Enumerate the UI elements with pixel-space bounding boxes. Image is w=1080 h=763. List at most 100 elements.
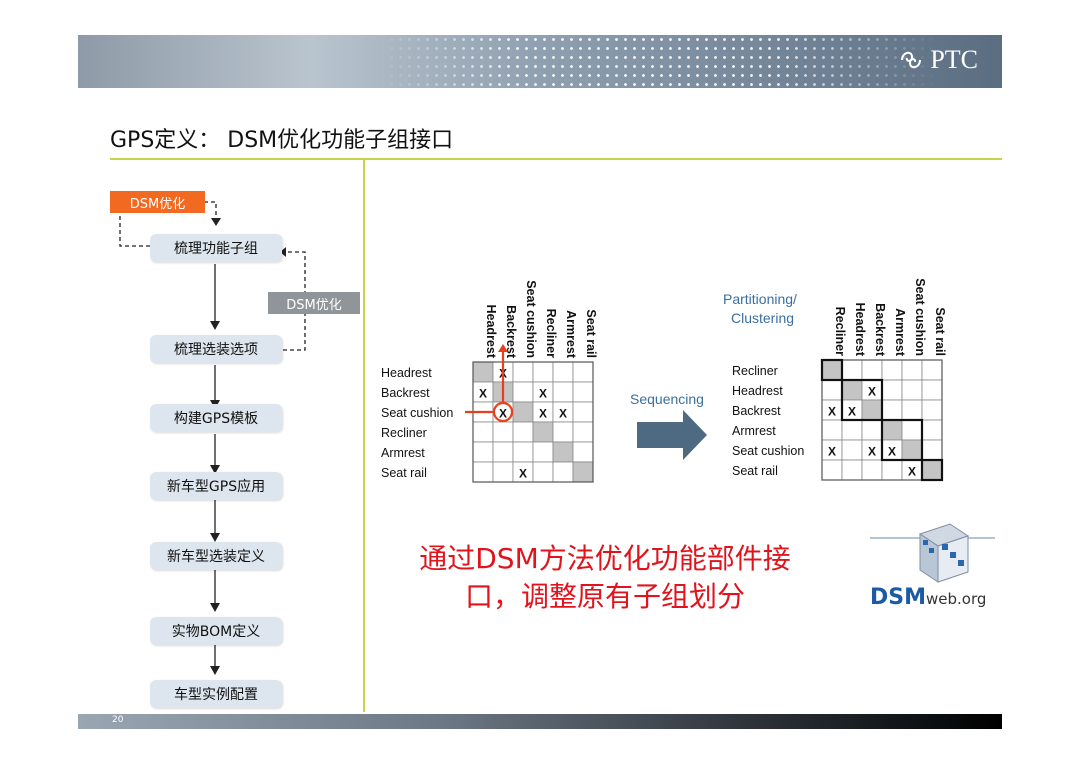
flow-step-3: 构建GPS模板	[150, 404, 282, 432]
right-matrix-cell	[901, 419, 923, 441]
right-matrix-cell	[901, 439, 923, 461]
left-matrix-row-label: Seat cushion	[381, 406, 453, 420]
right-matrix-cell	[861, 419, 883, 441]
flow-step-6: 实物BOM定义	[150, 617, 282, 645]
left-matrix-cell	[572, 401, 594, 423]
right-matrix-row-label: Backrest	[732, 404, 781, 418]
left-matrix-mark: X	[559, 407, 567, 421]
left-matrix-cell	[532, 421, 554, 443]
logo-text: PTC	[930, 45, 978, 74]
dsm-brand-suffix: web.org	[926, 590, 987, 608]
right-matrix-cell	[841, 379, 863, 401]
left-matrix-mark: X	[499, 407, 507, 421]
callout-line-1: 通过DSM方法优化功能部件接	[419, 542, 791, 575]
right-matrix-cell	[841, 439, 863, 461]
right-matrix-cell	[821, 379, 843, 401]
right-matrix-mark: X	[828, 405, 836, 419]
left-matrix-row-label: Backrest	[381, 386, 430, 400]
right-matrix-cluster	[820, 358, 844, 382]
flow-step-5: 新车型选装定义	[150, 542, 282, 570]
right-matrix-col-label: Seat rail	[933, 307, 947, 356]
left-matrix-cell	[512, 421, 534, 443]
left-matrix-cell	[492, 421, 514, 443]
left-matrix-col-label: Headrest	[484, 305, 498, 359]
title-divider	[110, 158, 1002, 160]
sequencing-arrow-icon	[637, 410, 707, 460]
flow-step-4: 新车型GPS应用	[150, 472, 282, 500]
highlight-arrow-up-head	[498, 344, 508, 352]
right-matrix-cell	[901, 359, 923, 381]
slide-title: GPS定义： DSM优化功能子组接口	[110, 128, 454, 153]
dsmweb-logo: DSMweb.org	[870, 585, 986, 610]
header-banner: PTC	[78, 35, 1002, 88]
left-matrix-cell	[532, 361, 554, 383]
dsm-brand-main: DSM	[870, 585, 926, 610]
left-matrix-cell	[472, 361, 494, 383]
left-matrix-col-label: Backrest	[504, 305, 518, 359]
right-matrix-cell	[861, 359, 883, 381]
ptc-logo: PTC	[898, 45, 978, 75]
left-matrix-cell	[532, 441, 554, 463]
right-matrix-col-label: Seat cushion	[913, 278, 927, 356]
right-matrix-cell	[881, 379, 903, 401]
right-matrix-row-label: Seat cushion	[732, 444, 804, 458]
left-matrix-cell	[552, 381, 574, 403]
left-matrix-col-label: Armrest	[564, 310, 578, 359]
right-matrix-cell	[921, 459, 943, 481]
right-matrix-cell	[921, 419, 943, 441]
left-matrix-cell	[472, 461, 494, 483]
right-matrix-cell	[881, 399, 903, 421]
right-matrix-cell	[821, 459, 843, 481]
flow-step-7: 车型实例配置	[150, 680, 282, 708]
dsm-optimize-tag-top: DSM优化	[110, 191, 205, 213]
left-matrix-cell	[472, 441, 494, 463]
right-matrix-cell	[841, 419, 863, 441]
left-matrix-cell	[572, 441, 594, 463]
right-matrix-cell	[841, 459, 863, 481]
callout-line-2: 口，调整原有子组划分	[464, 580, 745, 613]
left-matrix-cell	[572, 381, 594, 403]
sequencing-label: Sequencing	[630, 391, 704, 407]
clustering-label: Clustering	[731, 310, 794, 326]
right-matrix-cell	[921, 379, 943, 401]
left-matrix-mark: X	[539, 387, 547, 401]
right-matrix-row-label: Recliner	[732, 364, 778, 378]
dsm-optimize-tag-side: DSM优化	[268, 292, 360, 314]
dsmweb-cube-icon	[870, 523, 995, 583]
flow-step-1: 梳理功能子组	[150, 234, 282, 262]
left-matrix-cell	[552, 461, 574, 483]
left-matrix-cell	[492, 461, 514, 483]
right-matrix-row-label: Armrest	[732, 424, 776, 438]
right-matrix-mark: X	[888, 445, 896, 459]
right-matrix-cell	[861, 459, 883, 481]
left-matrix-cell	[512, 441, 534, 463]
left-matrix-row-label: Headrest	[381, 366, 432, 380]
left-matrix-cell	[512, 401, 534, 423]
callout-text: 通过DSM方法优化功能部件接 口，调整原有子组划分	[380, 540, 830, 616]
left-matrix-row-label: Seat rail	[381, 466, 427, 480]
right-matrix-col-label: Backrest	[873, 303, 887, 357]
left-matrix-col-label: Seat rail	[584, 309, 598, 358]
left-matrix-col-label: Seat cushion	[524, 280, 538, 358]
right-matrix-cell	[821, 419, 843, 441]
right-matrix-cell	[881, 459, 903, 481]
left-matrix-cell	[552, 361, 574, 383]
right-matrix-cell	[881, 359, 903, 381]
right-matrix-border	[821, 359, 943, 481]
left-matrix-cell	[552, 421, 574, 443]
right-matrix-mark: X	[868, 445, 876, 459]
left-matrix-border	[472, 361, 594, 483]
left-matrix-cell	[572, 461, 594, 483]
footer-bar	[78, 714, 1002, 729]
left-matrix-mark: X	[479, 387, 487, 401]
right-matrix-cluster	[840, 378, 884, 422]
right-matrix-cell	[921, 359, 943, 381]
right-matrix-cell	[921, 399, 943, 421]
right-matrix-cell	[861, 399, 883, 421]
right-matrix-col-label: Headrest	[853, 303, 867, 357]
right-matrix-cell	[901, 379, 923, 401]
ptc-swirl-icon	[901, 51, 922, 69]
